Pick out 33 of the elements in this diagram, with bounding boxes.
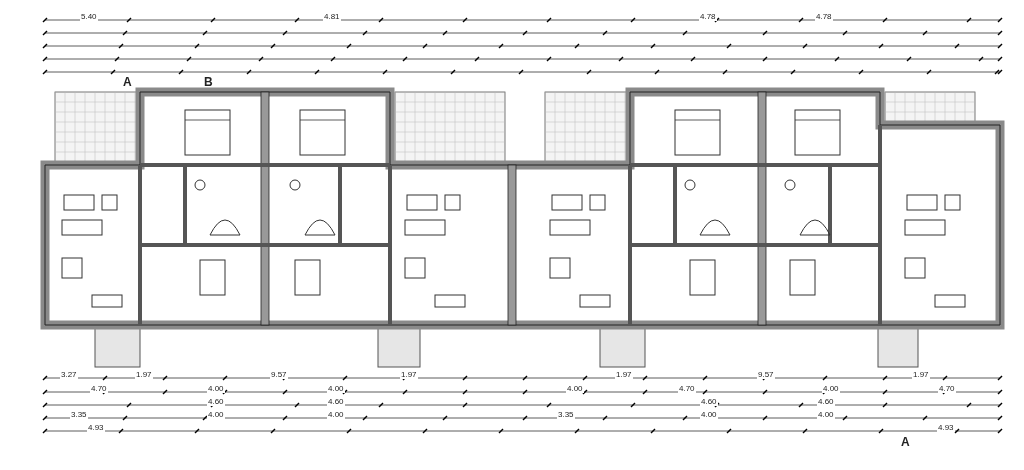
dimension-text: 3.27 bbox=[60, 370, 78, 379]
dimension-text: 4.00 bbox=[700, 410, 718, 419]
dimension-text: 3.35 bbox=[557, 410, 575, 419]
dimension-text: 4.00 bbox=[327, 384, 345, 393]
section-marker: A bbox=[122, 76, 133, 89]
dimension-text: 5.40 bbox=[80, 12, 98, 21]
dimension-text: 4.60 bbox=[817, 397, 835, 406]
dimension-text: 4.81 bbox=[323, 12, 341, 21]
dimension-text: 4.70 bbox=[938, 384, 956, 393]
dimension-text: 4.60 bbox=[327, 397, 345, 406]
dimension-text: 9.57 bbox=[757, 370, 775, 379]
dimension-text: 4.00 bbox=[207, 410, 225, 419]
dimension-text: 4.78 bbox=[699, 12, 717, 21]
section-marker: A bbox=[900, 436, 911, 449]
dimension-text: 4.00 bbox=[327, 410, 345, 419]
dimension-text: 4.70 bbox=[90, 384, 108, 393]
dimension-text: 4.70 bbox=[678, 384, 696, 393]
dimension-text: 1.97 bbox=[400, 370, 418, 379]
dimension-text: 1.97 bbox=[135, 370, 153, 379]
section-marker: B bbox=[203, 76, 214, 89]
dimension-text: 4.78 bbox=[815, 12, 833, 21]
dimension-text: 1.97 bbox=[912, 370, 930, 379]
dimension-text: 4.60 bbox=[700, 397, 718, 406]
dimension-text: 3.35 bbox=[70, 410, 88, 419]
dimension-text: 4.00 bbox=[566, 384, 584, 393]
dimension-text: 1.97 bbox=[615, 370, 633, 379]
dimension-text: 4.93 bbox=[937, 423, 955, 432]
dimension-text: 4.60 bbox=[207, 397, 225, 406]
dimension-text: 4.00 bbox=[817, 410, 835, 419]
dimension-text: 9.57 bbox=[270, 370, 288, 379]
dimension-text: 4.93 bbox=[87, 423, 105, 432]
dimension-text: 4.00 bbox=[207, 384, 225, 393]
dimension-text: 4.00 bbox=[822, 384, 840, 393]
